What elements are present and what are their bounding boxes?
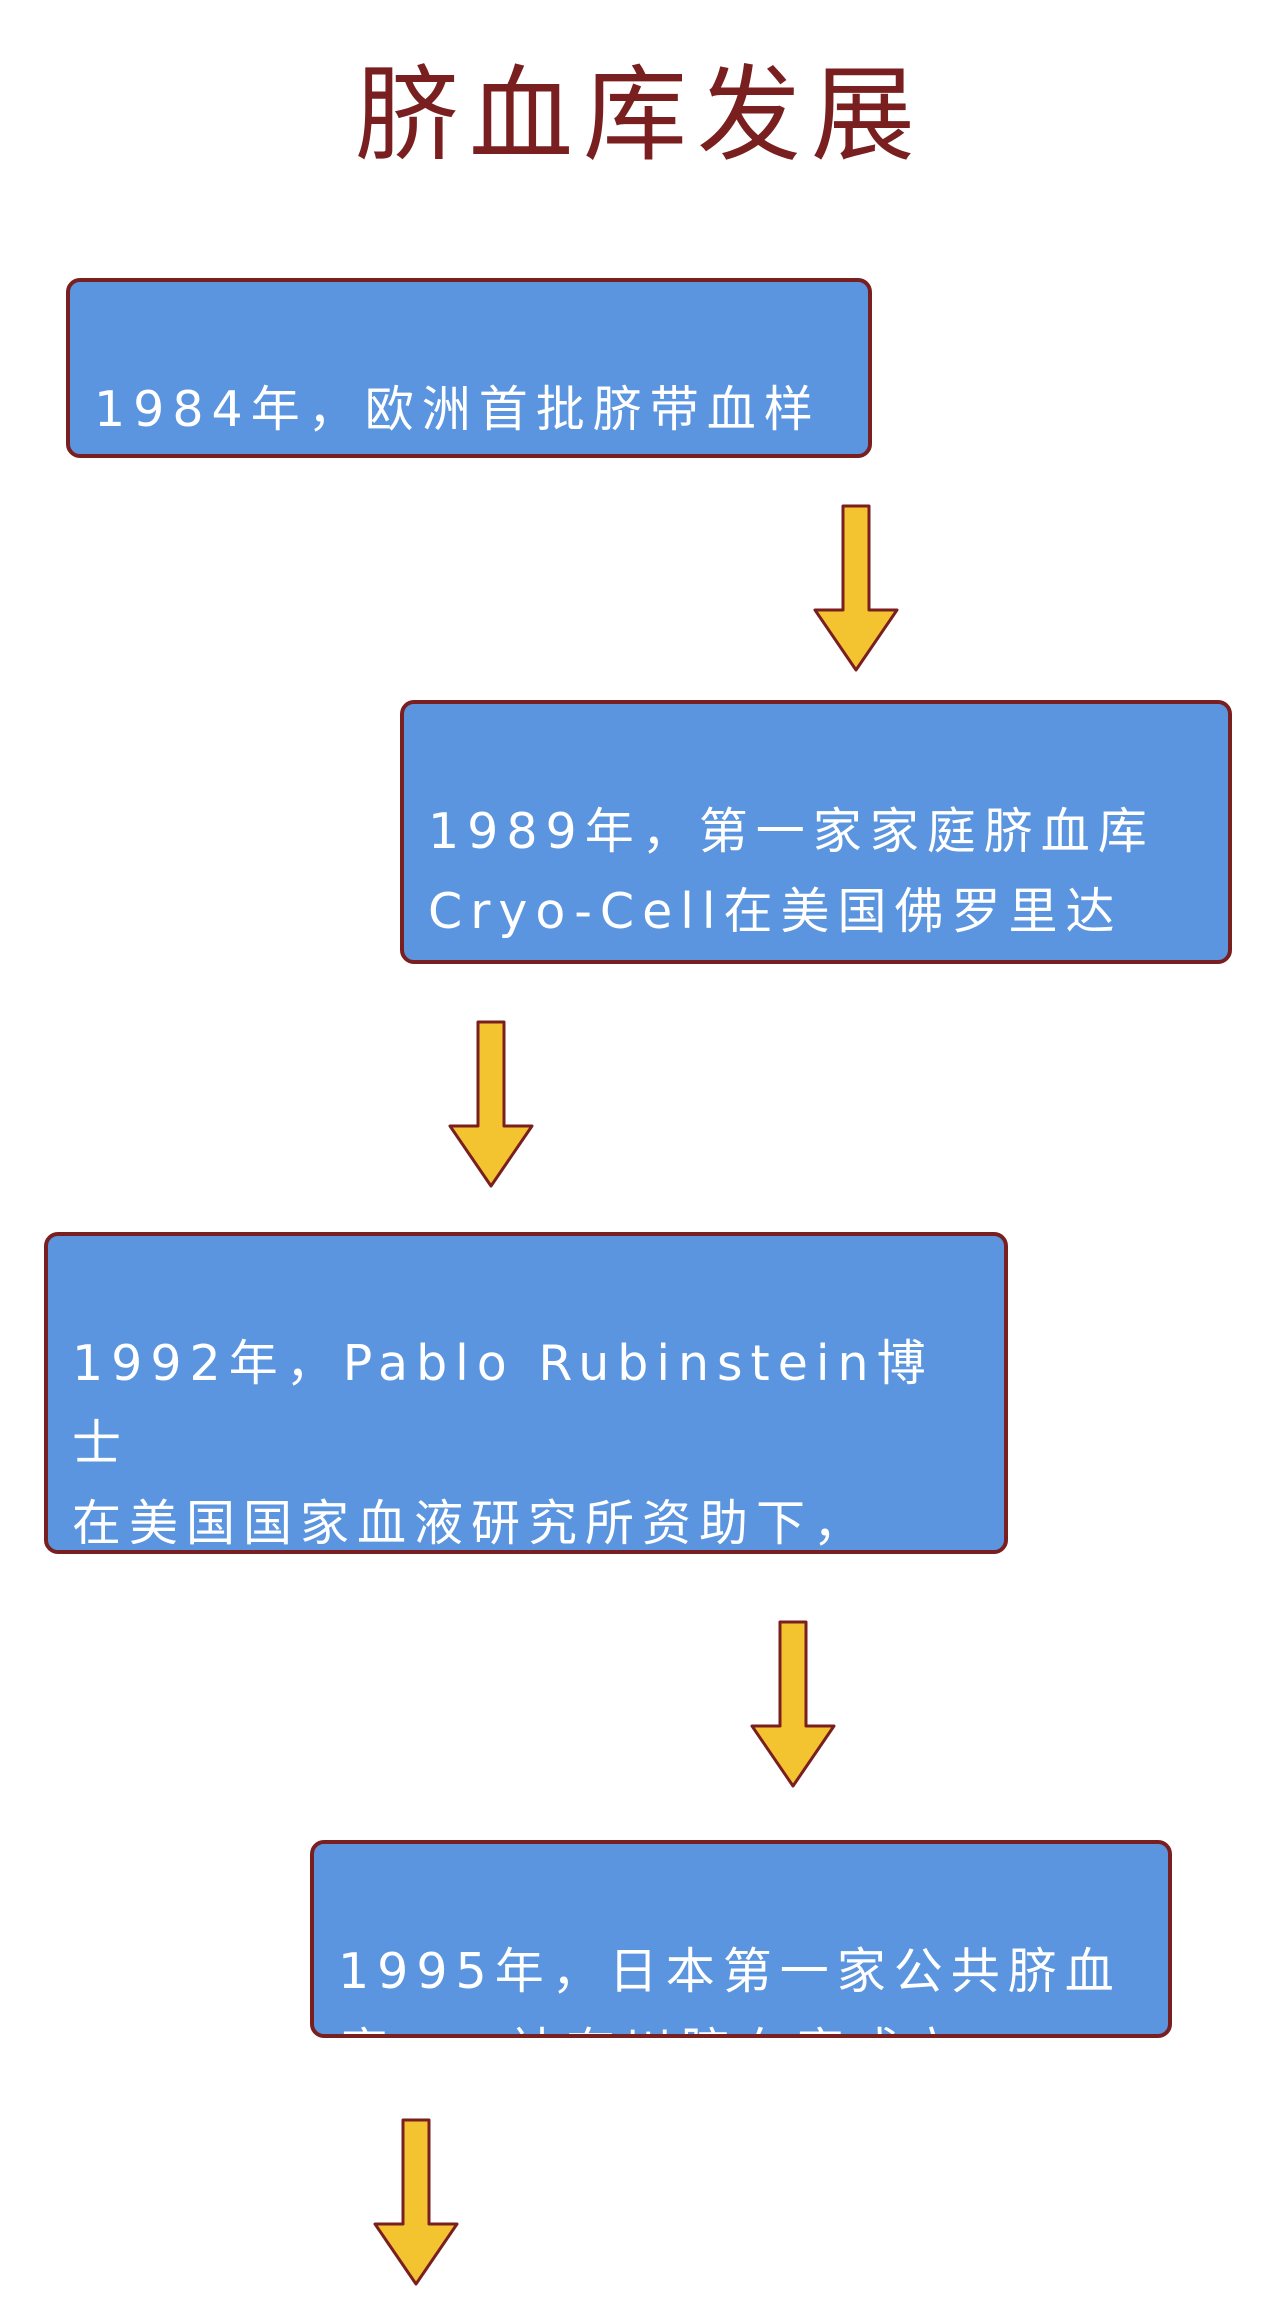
down-arrow-icon	[448, 1020, 534, 1188]
timeline-box-1995: 1995年，日本第一家公共脐血 库——神奈川脐血库成立。	[310, 1840, 1172, 2038]
timeline-text-1989: 1989年，第一家家庭脐血库 Cryo-Cell在美国佛罗里达 州成立。	[428, 803, 1155, 940]
page-title: 脐血库发展	[354, 54, 925, 176]
timeline-box-1992: 1992年，Pablo Rubinstein博士 在美国国家血液研究所资助下， …	[44, 1232, 1008, 1554]
timeline-box-1984: 1984年，欧洲首批脐带血样 本保存于乌克兰。	[66, 278, 872, 458]
down-arrow-icon	[813, 504, 899, 672]
timeline-text-1995: 1995年，日本第一家公共脐血 库——神奈川脐血库成立。	[338, 1943, 1122, 2034]
timeline-text-1984: 1984年，欧洲首批脐带血样 本保存于乌克兰。	[94, 381, 821, 438]
timeline-box-1989: 1989年，第一家家庭脐血库 Cryo-Cell在美国佛罗里达 州成立。	[400, 700, 1232, 964]
timeline-text-1992: 1992年，Pablo Rubinstein博士 在美国国家血液研究所资助下， …	[72, 1335, 934, 1552]
down-arrow-icon	[750, 1620, 836, 1788]
down-arrow-icon	[373, 2118, 459, 2286]
